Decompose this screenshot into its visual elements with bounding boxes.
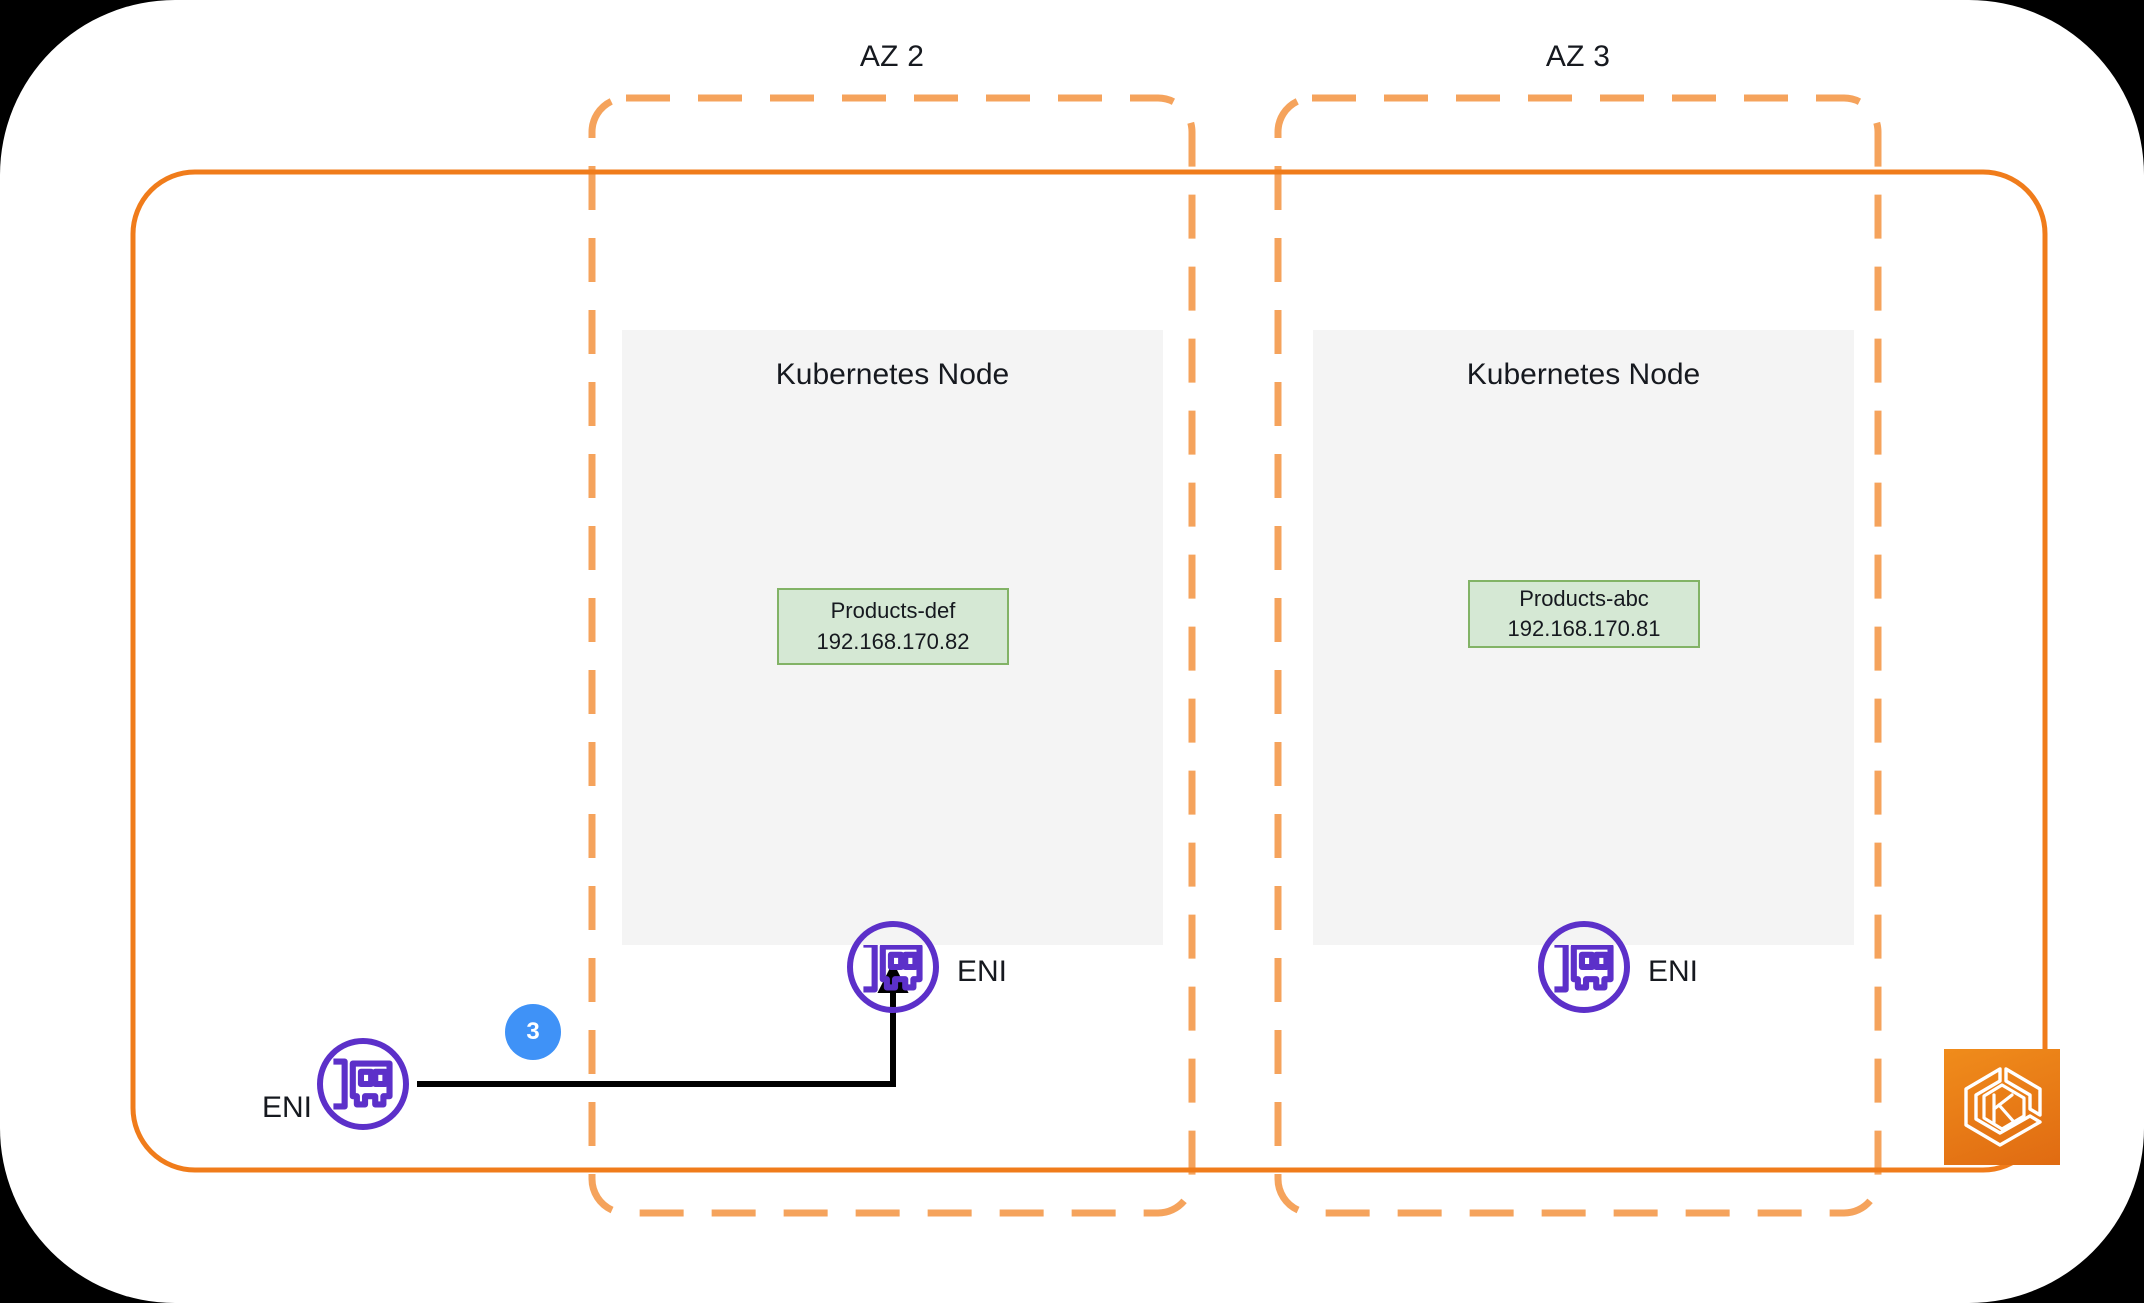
kubernetes-node-az2-title: Kubernetes Node: [775, 358, 1010, 391]
amazon-eks-icon: [1944, 1049, 2060, 1165]
pod-products-def[interactable]: Products-def 192.168.170.82: [777, 588, 1009, 665]
eni-vpc-label: ENI: [262, 1091, 313, 1124]
eni-az3-node-circle[interactable]: [1538, 921, 1630, 1013]
step-3-badge: 3: [505, 1004, 561, 1060]
az-3-boundary: [1274, 94, 1882, 1217]
pod-products-def-ip: 192.168.170.82: [816, 628, 970, 654]
pod-products-abc-ip: 192.168.170.81: [1507, 616, 1661, 641]
connector-eni-to-node-eni: [417, 961, 909, 1087]
az-3-label: AZ 3: [1545, 40, 1611, 73]
eni-az2-node-label: ENI: [957, 955, 1008, 988]
vpc-boundary: [130, 169, 2048, 1173]
az-2-boundary: [588, 94, 1196, 1217]
kubernetes-node-az3-title: Kubernetes Node: [1466, 358, 1701, 391]
amazon-eks-glyph: [1964, 1067, 2042, 1147]
pod-products-abc[interactable]: Products-abc 192.168.170.81: [1468, 580, 1700, 648]
pod-products-abc-name: Products-abc: [1519, 585, 1649, 611]
pod-products-def-name: Products-def: [830, 598, 956, 624]
eni-vpc-circle[interactable]: [317, 1038, 409, 1130]
az-2-label: AZ 2: [859, 40, 925, 73]
eni-az3-node-label: ENI: [1648, 955, 1699, 988]
eni-az2-node-circle[interactable]: [847, 921, 939, 1013]
